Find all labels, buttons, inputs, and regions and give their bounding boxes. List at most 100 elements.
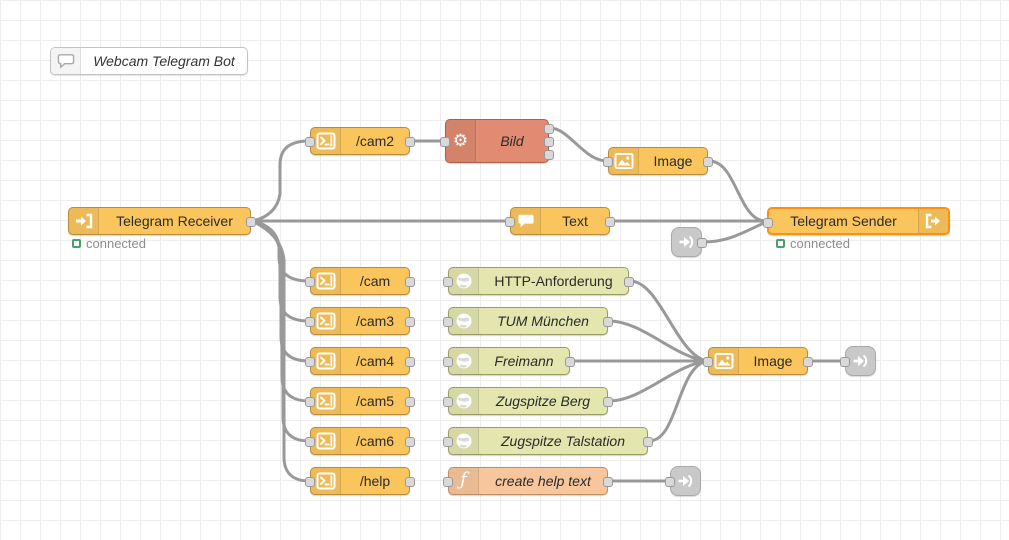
input-port[interactable] [443, 437, 453, 447]
speech-bubble-icon [511, 208, 541, 234]
output-port[interactable] [405, 317, 415, 327]
receiver-status: connected [72, 236, 146, 251]
input-port[interactable] [443, 317, 453, 327]
output-port[interactable] [624, 277, 634, 287]
gear-icon: ⚙ [446, 120, 476, 162]
node-label: /cam2 [355, 133, 395, 149]
output-port[interactable] [603, 317, 613, 327]
status-ring-icon [72, 239, 81, 248]
command-node-cam6[interactable]: /cam6 [305, 427, 415, 455]
wire[interactable] [647, 359, 709, 443]
telegram-sender-node[interactable]: Telegram Sender [763, 207, 950, 235]
zugspitze-berg-node[interactable]: Zugspitze Berg [443, 387, 613, 415]
input-port[interactable] [505, 217, 515, 227]
image-node-bottom[interactable]: Image [703, 347, 813, 375]
input-port[interactable] [443, 357, 453, 367]
input-port[interactable] [763, 218, 773, 228]
output-port[interactable] [703, 157, 713, 167]
output-port[interactable] [405, 397, 415, 407]
input-port[interactable] [443, 277, 453, 287]
input-port[interactable] [305, 277, 315, 287]
input-port[interactable] [305, 477, 315, 487]
telegram-receiver-node[interactable]: Telegram Receiver [68, 207, 256, 235]
input-port[interactable] [840, 357, 850, 367]
terminal-prompt-icon [311, 308, 341, 334]
bild-node[interactable]: ⚙ Bild [440, 119, 554, 163]
globe-icon [449, 428, 479, 454]
command-node-cam[interactable]: /cam [305, 267, 415, 295]
node-label: Bild [500, 133, 524, 149]
output-port[interactable] [643, 437, 653, 447]
link-in-node[interactable] [671, 227, 707, 257]
node-label: Zugspitze Talstation [501, 433, 625, 449]
input-port[interactable] [305, 357, 315, 367]
globe-icon [449, 348, 479, 374]
wire[interactable] [548, 126, 609, 163]
wire[interactable] [607, 359, 709, 403]
wire[interactable] [707, 159, 768, 223]
tum-muenchen-node[interactable]: TUM München [443, 307, 613, 335]
zugspitze-talstation-node[interactable]: Zugspitze Talstation [443, 427, 653, 455]
node-label: /cam6 [355, 433, 395, 449]
comment-label: Webcam Telegram Bot [93, 53, 235, 69]
link-arrow-icon [678, 474, 692, 488]
node-label: /cam [359, 273, 391, 289]
output-port[interactable] [603, 397, 613, 407]
output-port[interactable] [697, 238, 707, 248]
input-port[interactable] [305, 397, 315, 407]
comment-node[interactable]: Webcam Telegram Bot [50, 47, 248, 75]
input-port[interactable] [603, 157, 613, 167]
wire[interactable] [250, 219, 311, 483]
wire[interactable] [701, 220, 768, 244]
input-port[interactable] [703, 357, 713, 367]
http-request-node[interactable]: HTTP-Anforderung [443, 267, 634, 295]
link-out-node-help[interactable] [665, 466, 701, 496]
globe-icon [449, 388, 479, 414]
command-node-help[interactable]: /help [305, 467, 415, 495]
wire[interactable] [628, 279, 709, 363]
output-port-2[interactable] [544, 137, 554, 147]
link-out-node-image[interactable] [840, 346, 876, 376]
output-port[interactable] [605, 217, 615, 227]
input-port[interactable] [665, 477, 675, 487]
command-node-cam4[interactable]: /cam4 [305, 347, 415, 375]
node-label: create help text [495, 473, 591, 489]
output-port[interactable] [246, 217, 256, 227]
output-port[interactable] [565, 357, 575, 367]
terminal-prompt-icon [311, 388, 341, 414]
text-node[interactable]: Text [505, 207, 615, 235]
output-port[interactable] [603, 477, 613, 487]
node-label: TUM München [497, 313, 589, 329]
status-text: connected [790, 236, 850, 251]
output-port[interactable] [405, 477, 415, 487]
output-port[interactable] [405, 137, 415, 147]
input-port[interactable] [443, 477, 453, 487]
image-node-top[interactable]: Image [603, 147, 713, 175]
command-node-cam2[interactable]: /cam2 [305, 127, 415, 155]
input-port[interactable] [305, 317, 315, 327]
terminal-prompt-icon [311, 428, 341, 454]
wire[interactable] [250, 139, 311, 223]
node-label: Zugspitze Berg [495, 393, 591, 409]
input-port[interactable] [440, 137, 450, 147]
node-label: Telegram Receiver [116, 213, 233, 229]
create-help-text-node[interactable]: ƒ create help text [443, 467, 613, 495]
output-port[interactable] [405, 357, 415, 367]
node-label: Freimann [494, 353, 554, 369]
command-node-cam5[interactable]: /cam5 [305, 387, 415, 415]
output-port-1[interactable] [544, 124, 554, 134]
freimann-node[interactable]: Freimann [443, 347, 575, 375]
wire[interactable] [607, 319, 709, 363]
output-port[interactable] [803, 357, 813, 367]
input-port[interactable] [305, 437, 315, 447]
output-port[interactable] [405, 277, 415, 287]
command-node-cam3[interactable]: /cam3 [305, 307, 415, 335]
input-port[interactable] [443, 397, 453, 407]
terminal-prompt-icon [311, 128, 341, 154]
output-port[interactable] [405, 437, 415, 447]
output-port-3[interactable] [544, 150, 554, 160]
node-label: /help [359, 473, 391, 489]
input-port[interactable] [305, 137, 315, 147]
